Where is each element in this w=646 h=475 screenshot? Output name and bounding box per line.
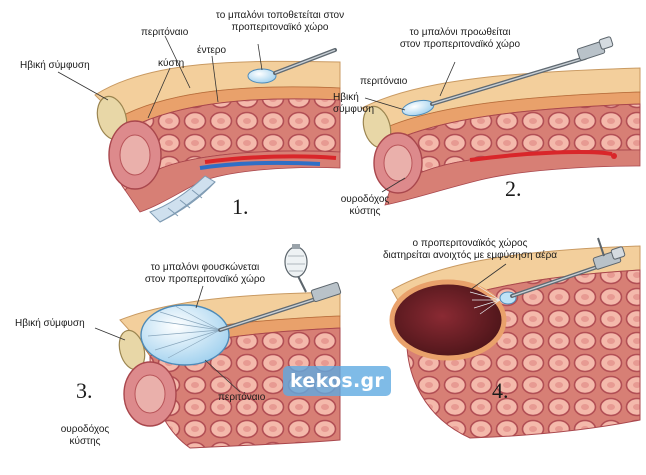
panel-4-number: 4.: [492, 378, 509, 403]
panel-2-label-balloon-line-1: το μπαλόνι προωθείται: [409, 27, 511, 38]
panel-4-insufflated-space: [389, 279, 507, 361]
panel-3-label-urinary-line-2: κύστης: [69, 436, 101, 447]
panel-4-air-jets: [469, 285, 501, 315]
panel-2-label-urinary-line-2: κύστης: [349, 206, 381, 217]
watermark-badge: kekos.gr: [283, 366, 391, 396]
panel-2-number: 2.: [505, 176, 522, 201]
panel-1-spine: [149, 175, 216, 223]
panel-3-label-balloon-line-2: στον προπεριτοναϊκό χώρο: [144, 274, 266, 285]
panel-3-label-urinary-line-1: ουροδόχος: [60, 424, 110, 435]
panel-1-label-bladder: κύστη: [158, 58, 185, 69]
panel-1-vein: [199, 160, 321, 170]
panel-3-balloon-folds: [147, 305, 221, 359]
panel-2-lower-tissue: [384, 149, 641, 206]
panel-1-label-balloon-line-1: το μπαλόνι τοποθετείται στον: [215, 10, 345, 21]
panel-2-label-balloon-line-2: στον προπεριτοναϊκό χώρο: [399, 39, 521, 50]
panel-2-label-urinary-line-1: ουροδόχος: [340, 194, 390, 205]
panel-3-inflated-balloon: [140, 304, 230, 366]
panel-4-label-space-line-2: διατηρείται ανοιχτός με εμφύσηση αέρα: [382, 250, 558, 261]
panel-4-label-space-line-1: ο προπεριτοναϊκός χώρος: [412, 238, 528, 249]
panel-1-label-bowel: έντερο: [197, 45, 227, 56]
panel-3-illustration: [94, 244, 342, 449]
panel-3-instrument-handle: [310, 281, 342, 303]
panel-3-inflation-bulb: [284, 244, 308, 293]
panel-2-illustration: [361, 36, 641, 206]
panel-3-label-balloon-line-1: το μπαλόνι φουσκώνεται: [150, 262, 260, 273]
panel-1-illustration: [57, 35, 341, 223]
panel-2-artery: [469, 150, 613, 162]
panel-1-lower-tissue: [124, 150, 341, 213]
panel-1-label-peritoneum: περιτόναιο: [141, 27, 189, 38]
panel-1-balloon: [247, 68, 277, 84]
panel-3-number: 3.: [76, 378, 93, 403]
panel-3-label-pubic-symphysis: Ηβική σύμφυση: [15, 318, 85, 329]
panel-1-label-pubic-symphysis: Ηβική σύμφυση: [20, 60, 90, 71]
panel-2-label-pubic-line-1: Ηβική: [333, 92, 359, 103]
panel-1-number: 1.: [232, 194, 249, 219]
panel-3-label-peritoneum: περιτόναιο: [218, 392, 266, 403]
panel-1-artery: [204, 154, 337, 164]
panel-4-illustration: [389, 237, 641, 439]
panel-1-label-balloon-line-2: προπεριτοναϊκό χώρο: [231, 22, 329, 33]
panel-2-label-peritoneum: περιτόναιο: [360, 76, 408, 87]
panel-2-label-pubic-line-2: σύμφυση: [333, 104, 375, 115]
